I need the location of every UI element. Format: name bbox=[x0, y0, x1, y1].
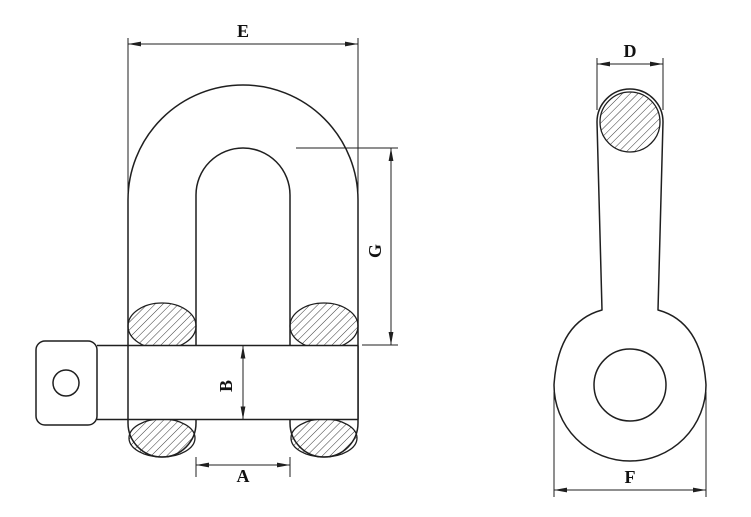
shackle-pin bbox=[35, 340, 359, 426]
dimension-label-g: G bbox=[365, 244, 385, 258]
shackle-front-view: E G B A bbox=[35, 21, 398, 486]
eye-section-top-right bbox=[289, 302, 359, 350]
bow-section-circle bbox=[599, 91, 661, 153]
pin-shaft bbox=[97, 345, 358, 420]
dimension-label-f: F bbox=[625, 467, 636, 487]
eye-section-bottom-right bbox=[290, 418, 358, 458]
eye-section-top-left bbox=[127, 302, 197, 350]
dimension-D: D bbox=[596, 41, 664, 110]
pin-head-hole bbox=[52, 369, 80, 397]
eye-hole bbox=[593, 348, 667, 422]
dimension-label-d: D bbox=[624, 41, 637, 61]
dimension-label-b: B bbox=[216, 380, 236, 392]
dimension-label-e: E bbox=[237, 21, 249, 41]
dimension-label-a: A bbox=[237, 466, 250, 486]
shackle-side-view: D F bbox=[553, 41, 707, 497]
dimension-A: A bbox=[195, 457, 291, 486]
dimension-B: B bbox=[216, 345, 246, 420]
dimension-E: E bbox=[127, 21, 359, 196]
side-body-outline bbox=[553, 88, 707, 462]
eye-section-bottom-left bbox=[128, 418, 196, 458]
dimension-F: F bbox=[553, 392, 707, 497]
dimension-G: G bbox=[296, 147, 398, 346]
